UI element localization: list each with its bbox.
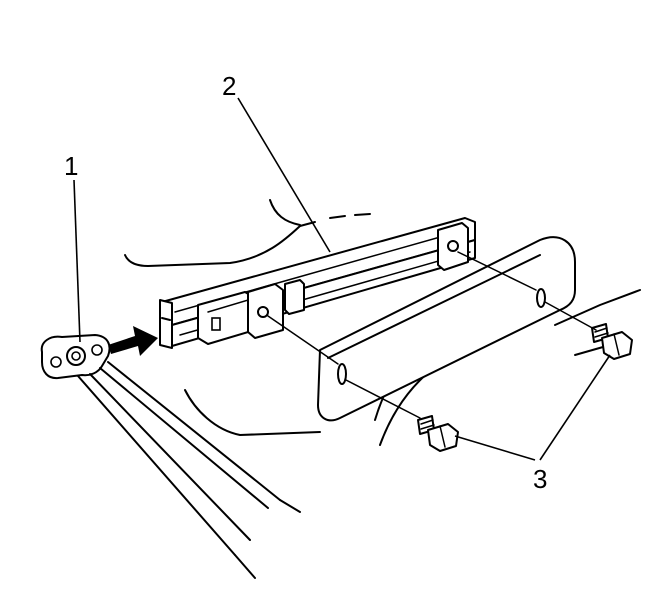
bolt-lower (417, 415, 459, 452)
alignment-lines (267, 251, 597, 419)
install-direction-arrow-icon (108, 326, 158, 356)
bracket-rail (159, 217, 476, 349)
bolt-upper (591, 323, 633, 360)
strap-link (40, 334, 301, 579)
callout-label-2: 2 (222, 71, 236, 101)
vehicle-body-upper-outline (124, 199, 371, 267)
mounting-plate (317, 236, 576, 422)
plate-slot-right (536, 288, 546, 308)
rail-bolt-hole-left (257, 306, 269, 318)
plate-slot-left (337, 363, 347, 385)
strap-hole-right (91, 344, 103, 356)
callout-label-1: 1 (64, 151, 78, 181)
strap-hole-left (50, 356, 62, 368)
rail-mount-slot-a (211, 317, 221, 331)
rail-bolt-hole-right (447, 240, 459, 252)
callout-leaders (73, 97, 611, 461)
callout-label-3: 3 (533, 464, 547, 494)
